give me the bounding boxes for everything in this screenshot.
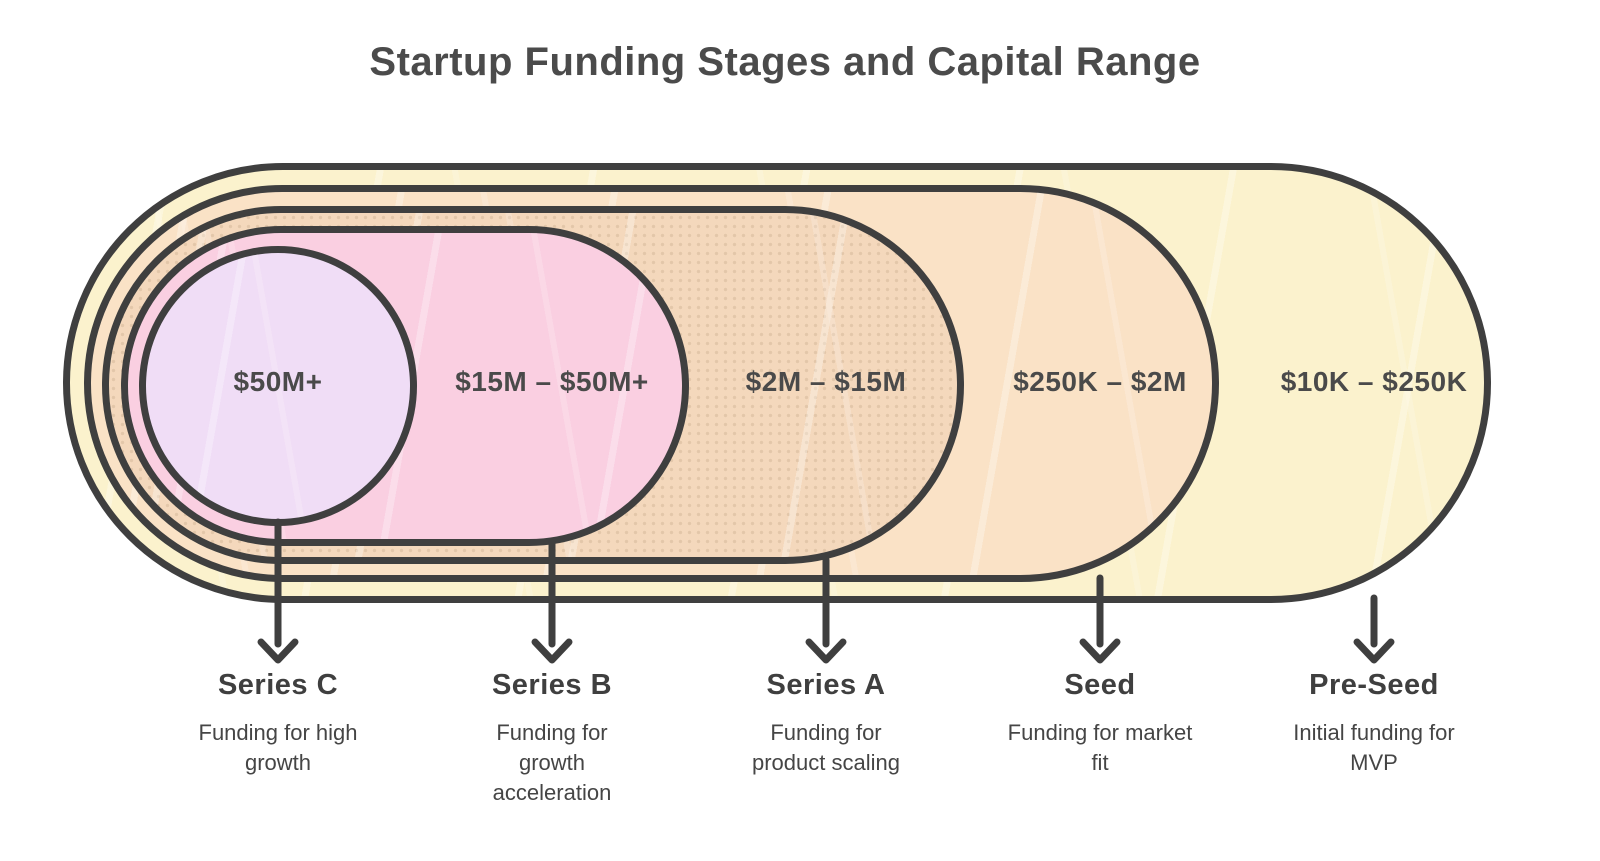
stage-label-pre-seed: Pre-Seed Initial funding for MVP: [1224, 668, 1524, 778]
stage-amount-series-a: $2M – $15M: [745, 366, 907, 397]
stage-amount-series-b: $15M – $50M+: [455, 366, 649, 397]
stage-amount-pre-seed: $10K – $250K: [1280, 366, 1468, 397]
stage-description: Initial funding for MVP: [1293, 720, 1455, 775]
arrow-down-icon: [1353, 594, 1395, 664]
stage-name: Pre-Seed: [1309, 669, 1439, 701]
stage-shape-series-c: [139, 246, 417, 526]
stage-description: Funding for product scaling: [752, 720, 900, 775]
stage-name: Series A: [766, 669, 886, 701]
stage-description: Funding for growth acceleration: [492, 720, 612, 805]
stage-label-series-b: Series B Funding for growth acceleration: [402, 668, 702, 808]
stage-amount-series-c: $50M+: [233, 366, 323, 397]
stage-name: Series C: [217, 669, 339, 701]
stage-label-seed: Seed Funding for market fit: [950, 668, 1250, 778]
stage-description: Funding for market fit: [1007, 720, 1193, 775]
stage-name: Seed: [1064, 669, 1136, 701]
diagram-title: Startup Funding Stages and Capital Range: [369, 40, 1201, 84]
stage-label-series-a: Series A Funding for product scaling: [676, 668, 976, 778]
stage-description: Funding for high growth: [198, 720, 358, 775]
stage-name: Series B: [491, 669, 613, 701]
stage-label-series-c: Series C Funding for high growth: [128, 668, 428, 778]
stage-amount-seed: $250K – $2M: [1013, 366, 1187, 397]
